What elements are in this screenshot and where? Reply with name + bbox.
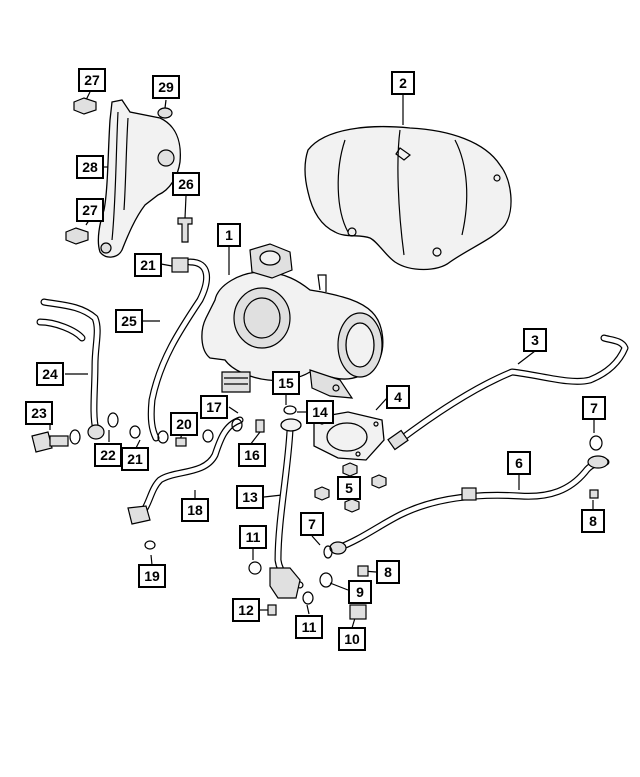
callout-2[interactable]: 2 [391, 71, 415, 95]
callout-26[interactable]: 26 [172, 172, 200, 196]
banjo-bolt [31, 412, 119, 453]
callout-20[interactable]: 20 [170, 412, 198, 436]
callout-4[interactable]: 4 [386, 385, 410, 409]
callout-29[interactable]: 29 [152, 75, 180, 99]
coolant-tube [36, 298, 105, 440]
sensor-line [387, 334, 629, 451]
callout-23[interactable]: 23 [25, 401, 53, 425]
callout-21-lower[interactable]: 21 [121, 447, 149, 471]
callout-16[interactable]: 16 [238, 443, 266, 467]
callout-11-upper[interactable]: 11 [239, 525, 267, 549]
callout-11-lower[interactable]: 11 [295, 615, 323, 639]
callout-14[interactable]: 14 [306, 400, 334, 424]
callout-7-center[interactable]: 7 [300, 512, 324, 536]
callout-22[interactable]: 22 [94, 443, 122, 467]
callout-17[interactable]: 17 [200, 395, 228, 419]
heat-shield [304, 126, 512, 271]
bracket [65, 97, 193, 258]
return-line [329, 455, 610, 555]
callout-27-lower[interactable]: 27 [76, 198, 104, 222]
callout-15[interactable]: 15 [272, 371, 300, 395]
callout-3[interactable]: 3 [523, 328, 547, 352]
callout-7-right[interactable]: 7 [582, 396, 606, 420]
callout-19[interactable]: 19 [138, 564, 166, 588]
oil-feed-line [127, 416, 244, 525]
washers [129, 405, 603, 620]
callout-28[interactable]: 28 [76, 155, 104, 179]
callout-8-center[interactable]: 8 [376, 560, 400, 584]
nuts [314, 462, 387, 513]
oil-return-line [269, 418, 304, 599]
turbocharger [201, 243, 384, 399]
callout-13[interactable]: 13 [236, 485, 264, 509]
callout-21-upper[interactable]: 21 [134, 253, 162, 277]
callout-27-upper[interactable]: 27 [78, 68, 106, 92]
callout-12[interactable]: 12 [232, 598, 260, 622]
callout-1[interactable]: 1 [217, 223, 241, 247]
coolant-line [147, 257, 211, 442]
callout-6[interactable]: 6 [507, 451, 531, 475]
callout-25[interactable]: 25 [115, 309, 143, 333]
callout-5[interactable]: 5 [337, 476, 361, 500]
callout-8-right[interactable]: 8 [581, 509, 605, 533]
callout-18[interactable]: 18 [181, 498, 209, 522]
gasket [313, 411, 385, 461]
callout-24[interactable]: 24 [36, 362, 64, 386]
callout-10[interactable]: 10 [338, 627, 366, 651]
callout-9[interactable]: 9 [348, 580, 372, 604]
